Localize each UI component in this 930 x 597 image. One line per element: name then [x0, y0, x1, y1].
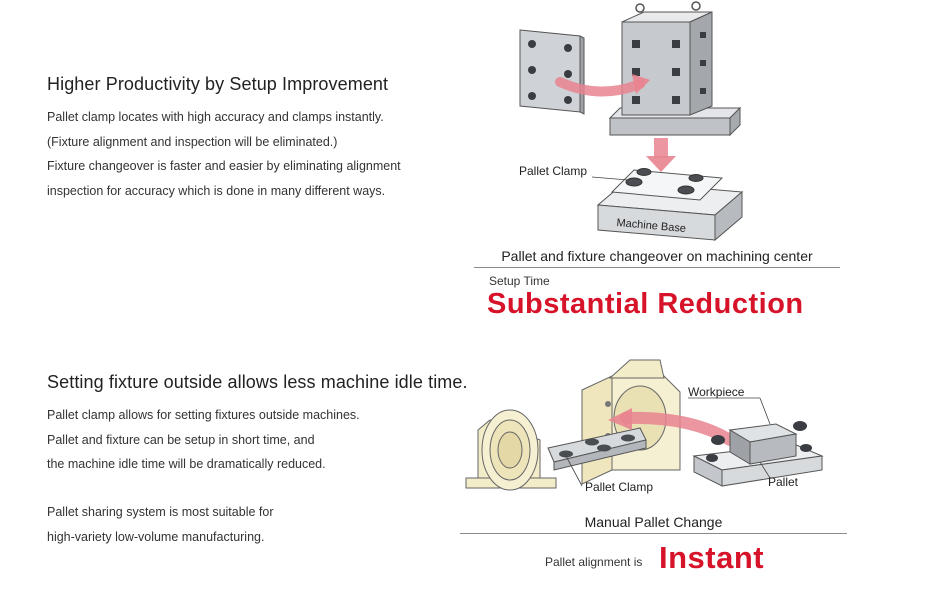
- spindle-housing: [465, 409, 557, 491]
- instant-text: Instant: [659, 540, 765, 575]
- transfer-arrow: [620, 411, 736, 446]
- section1-line-4: inspection for accuracy which is done in…: [47, 183, 386, 198]
- section1-line-1: Pallet clamp locates with high accuracy …: [47, 110, 384, 124]
- pallet-alignment-label: Pallet alignment is: [545, 555, 643, 569]
- pallet-with-workpiece: [692, 421, 824, 487]
- setup-time-label: Setup Time: [489, 274, 550, 288]
- machine-base-label: Machine Base: [615, 217, 687, 236]
- fixture-plate: [519, 29, 585, 115]
- section1-line-3: Fixture changeover is faster and easier …: [47, 159, 401, 173]
- section2-line-1: Pallet clamp allows for setting fixtures…: [47, 408, 360, 422]
- section1-line-2: (Fixture alignment and inspection will b…: [47, 134, 338, 149]
- workpiece-leader-2: [759, 397, 771, 425]
- manual-pallet-change-caption: Manual Pallet Change: [584, 514, 723, 530]
- workpiece-label: Workpiece: [688, 385, 745, 399]
- mount-arrow: [555, 77, 645, 97]
- section1-divider: [474, 267, 840, 268]
- section1-description: Pallet clamp locates with high accuracy …: [47, 105, 447, 203]
- pallet-clamp-label-top: Pallet Clamp: [519, 164, 588, 178]
- pallet-label: Pallet: [768, 475, 799, 489]
- rotary-table-frame: [581, 359, 681, 485]
- section2-description: Pallet clamp allows for setting fixtures…: [47, 403, 447, 477]
- section1-heading: Higher Productivity by Setup Improvement: [47, 74, 389, 94]
- section2-line-3: the machine idle time will be dramatical…: [47, 457, 326, 471]
- section2-heading: Setting fixture outside allows less mach…: [47, 372, 468, 392]
- substantial-reduction-text: Substantial Reduction: [487, 288, 804, 320]
- section2-divider: [460, 533, 847, 534]
- section2-description-2: Pallet sharing system is most suitable f…: [47, 500, 447, 549]
- pallet-clamp-leader: [591, 176, 629, 181]
- section2-line-2: Pallet and fixture can be setup in short…: [47, 432, 315, 447]
- pallet-plate: [547, 427, 647, 471]
- section2-line-5: high-variety low-volume manufacturing.: [47, 529, 265, 544]
- pallet-clamp-label-bottom: Pallet Clamp: [585, 480, 654, 494]
- tombstone-fixture: [608, 1, 742, 137]
- machining-center-caption: Pallet and fixture changeover on machini…: [501, 248, 813, 264]
- pallet-clamp-leader-2: [565, 455, 583, 487]
- section2-line-4: Pallet sharing system is most suitable f…: [47, 505, 274, 519]
